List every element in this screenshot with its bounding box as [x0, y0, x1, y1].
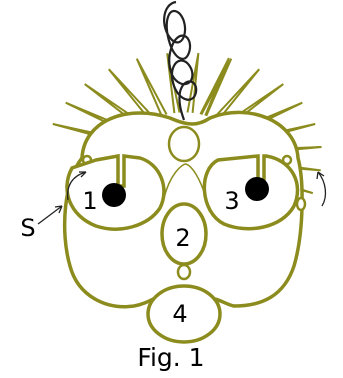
coiled-filament: [164, 2, 196, 120]
right-side-pore: [297, 198, 305, 210]
s-arrow-head: [55, 206, 62, 213]
right-curved-arrow: [318, 172, 325, 206]
s-arrow: [38, 206, 62, 224]
figure-caption: Fig. 1: [137, 343, 204, 372]
chamber-1-nucleus: [102, 183, 126, 207]
top-bud: [169, 127, 199, 161]
label-2: 2: [175, 224, 190, 252]
chamber-3-nucleus: [245, 177, 269, 201]
label-4: 4: [172, 300, 187, 328]
spike: [137, 59, 167, 116]
neck-bud: [178, 265, 190, 279]
label-3: 3: [224, 187, 239, 215]
label-s: S: [20, 214, 35, 242]
label-1: 1: [82, 187, 97, 215]
spike: [201, 59, 231, 116]
